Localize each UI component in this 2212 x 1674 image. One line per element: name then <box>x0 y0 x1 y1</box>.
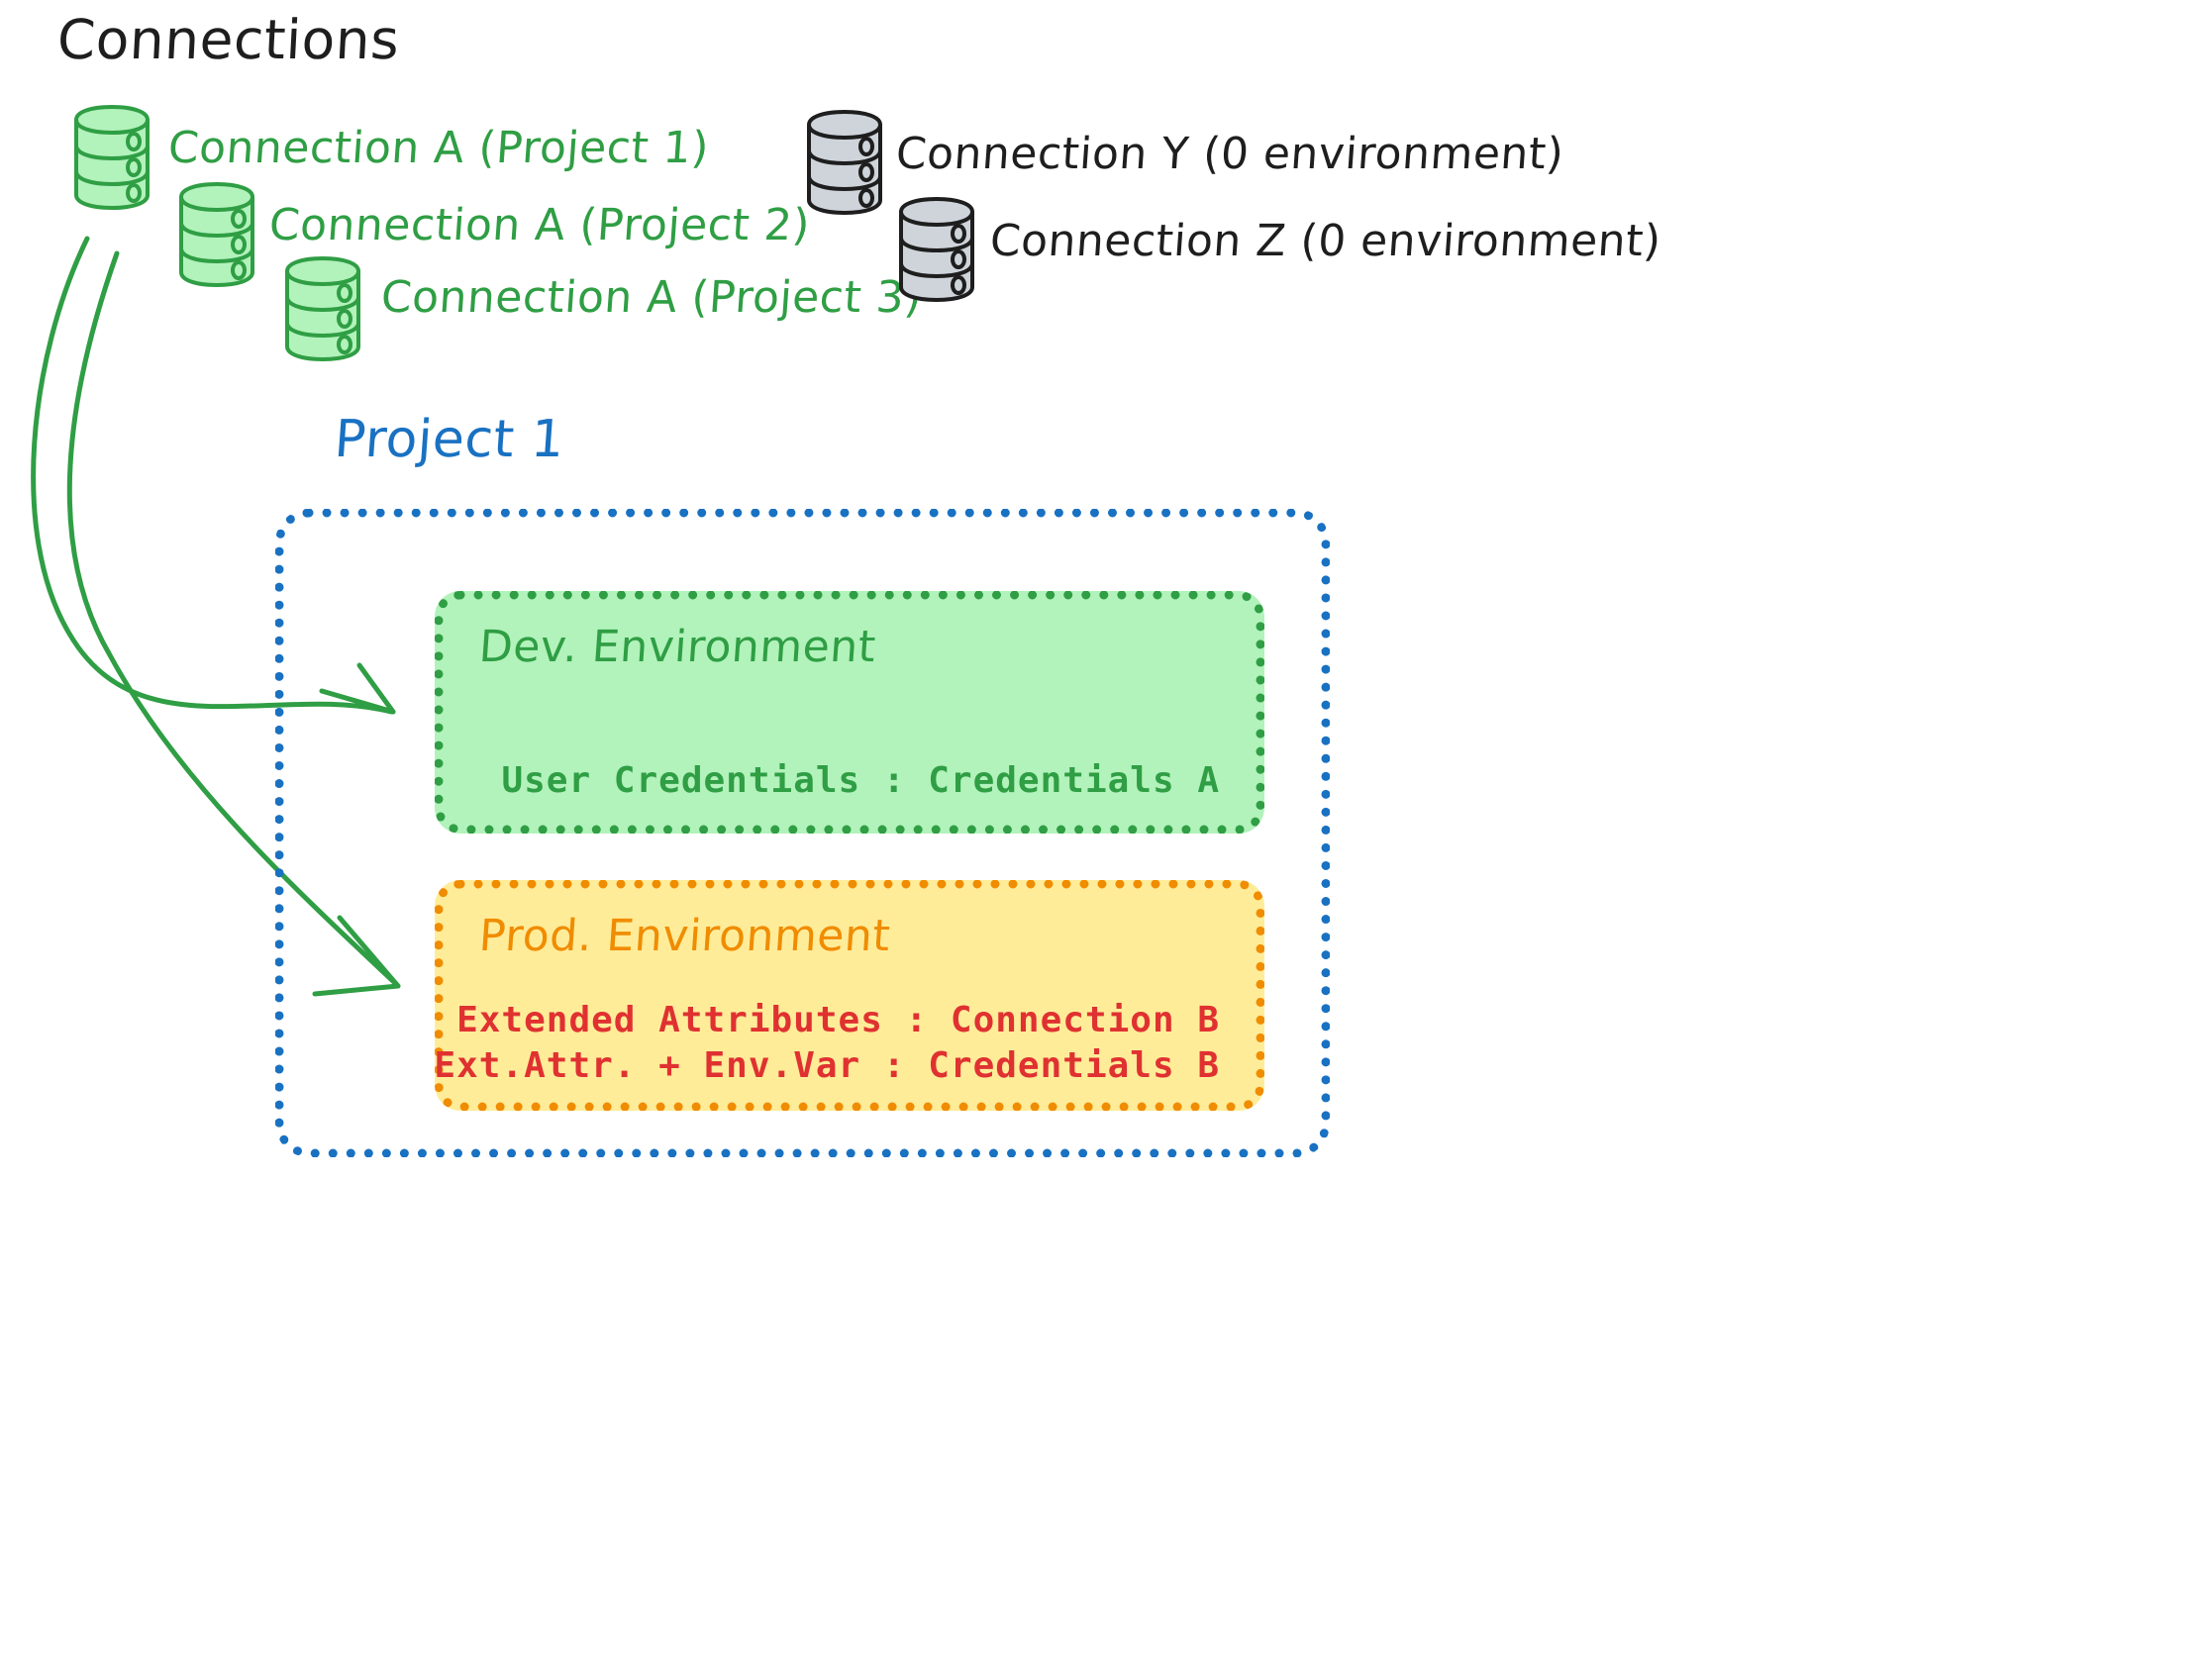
connection-label-z: Connection Z (0 environment) <box>988 216 1663 266</box>
database-icon-connection-a-project-2[interactable] <box>176 181 257 288</box>
page-title: Connections <box>55 8 402 71</box>
dev-environment-row-0: User Credentials : Credentials A <box>501 760 1220 801</box>
database-icon-connection-a-project-3[interactable] <box>282 255 363 362</box>
dev-environment-box[interactable]: Dev. Environment User Credentials : Cred… <box>435 591 1264 834</box>
connection-label-a-project-1: Connection A (Project 1) <box>166 123 711 173</box>
prod-environment-row-1: Ext.Attr. + Env.Var : Credentials B <box>434 1045 1220 1086</box>
project-container: Dev. Environment User Credentials : Cred… <box>275 509 1330 1157</box>
project-title: Project 1 <box>332 410 567 469</box>
database-icon-connection-a-project-1[interactable] <box>71 104 152 211</box>
connection-label-y: Connection Y (0 environment) <box>894 129 1566 179</box>
prod-environment-row-0: Extended Attributes : Connection B <box>456 1000 1220 1040</box>
connection-label-a-project-3: Connection A (Project 3) <box>379 272 924 323</box>
connection-label-a-project-2: Connection A (Project 2) <box>267 200 812 250</box>
prod-environment-box[interactable]: Prod. Environment Extended Attributes : … <box>434 880 1264 1111</box>
prod-environment-title: Prod. Environment <box>477 911 892 961</box>
database-icon-connection-z[interactable] <box>896 196 977 303</box>
database-icon-connection-y[interactable] <box>804 109 885 216</box>
dev-environment-title: Dev. Environment <box>477 622 878 672</box>
